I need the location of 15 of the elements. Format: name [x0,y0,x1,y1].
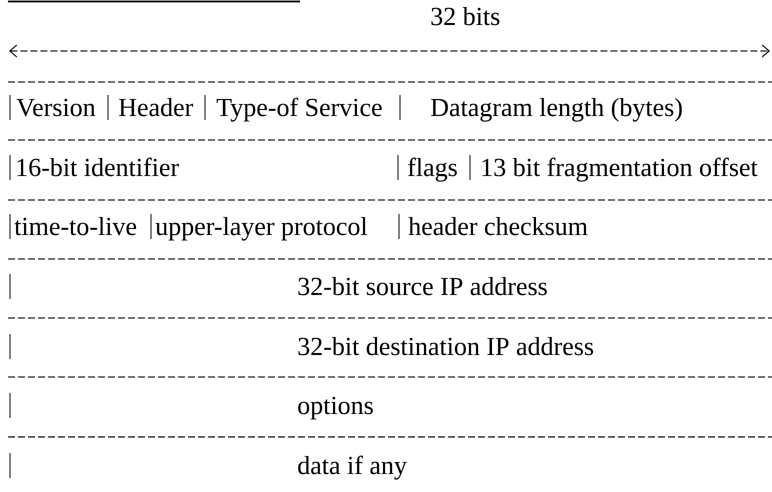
dimension-label: 32 bits [431,6,500,26]
field-label: Type-of Service [216,98,382,122]
field-label: options [298,396,373,420]
field-label: 32-bit destination IP address [298,336,594,356]
field-label: flags [408,158,457,182]
field-label: 32-bit source IP address [298,276,547,296]
field-label: Datagram length (bytes) [430,98,682,122]
field-label: 13 bit fragmentation offset [482,158,758,182]
field-label: upper-layer protocol [156,216,368,241]
field-label: 16-bit identifier [18,158,179,176]
field-label: time-to-live [14,216,136,236]
field-label: Header [118,98,194,116]
field-label: data if any [298,456,407,480]
field-label: header checksum [408,216,588,236]
field-label: Version [16,98,96,116]
